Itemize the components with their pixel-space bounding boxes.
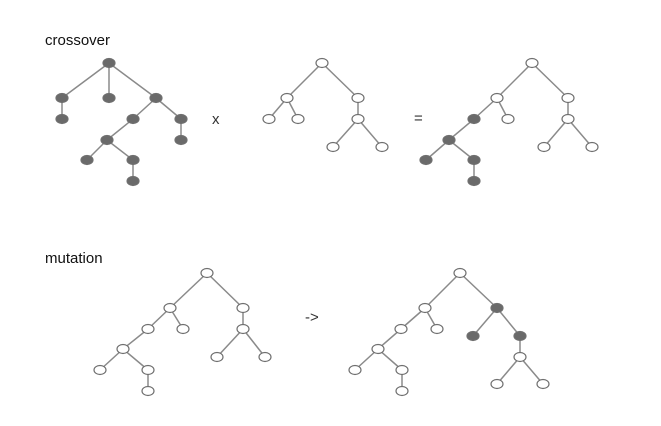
tree-node-highlighted [467, 113, 481, 125]
tree-node-highlighted [126, 113, 140, 125]
equals-sign: = [414, 110, 423, 127]
tree-node [395, 385, 409, 397]
tree-edge [357, 118, 383, 148]
tree-node-highlighted [126, 175, 140, 187]
tree-edge [286, 62, 323, 99]
tree-node-highlighted [102, 57, 116, 69]
tree-node-highlighted [467, 154, 481, 166]
tree-node-highlighted [442, 134, 456, 146]
tree-node-highlighted [174, 113, 188, 125]
tree-node-highlighted [80, 154, 94, 166]
tree-node-highlighted [149, 92, 163, 104]
tree-node-highlighted [467, 175, 481, 187]
tree-node [176, 323, 190, 335]
tree-node [525, 57, 539, 69]
tree-node-highlighted [126, 154, 140, 166]
tree-node [291, 113, 305, 125]
tree-node [236, 302, 250, 314]
tree-node [536, 378, 550, 390]
tree-node-highlighted [174, 134, 188, 146]
tree-node [262, 113, 276, 125]
tree-node-highlighted [490, 302, 504, 314]
mutated-tree [348, 267, 550, 397]
tree-edge [519, 356, 544, 385]
tree-node [326, 141, 340, 153]
tree-edge [567, 118, 593, 148]
tree-node [236, 323, 250, 335]
tree-node [93, 364, 107, 376]
tree-node [280, 92, 294, 104]
tree-edge [424, 272, 461, 309]
tree-node [141, 364, 155, 376]
tree-node-highlighted [100, 134, 114, 146]
tree-edge [496, 62, 533, 99]
tree-node [561, 113, 575, 125]
tree-node [315, 57, 329, 69]
tree-node [490, 378, 504, 390]
tree-node [141, 323, 155, 335]
tree-node [351, 113, 365, 125]
tree-edge [496, 356, 521, 385]
offspring-tree [419, 57, 599, 187]
tree-node [561, 92, 575, 104]
tree-node-highlighted [466, 330, 480, 342]
tree-node-highlighted [102, 92, 116, 104]
tree-node [394, 323, 408, 335]
tree-node [501, 113, 515, 125]
tree-edge [61, 62, 110, 99]
parent-a-tree [55, 57, 188, 187]
mutation-title: mutation [45, 250, 103, 267]
parent-b-tree [262, 57, 389, 153]
crossover-title: crossover [45, 32, 110, 49]
tree-edge [496, 307, 521, 337]
tree-node [430, 323, 444, 335]
tree-edge [531, 62, 569, 99]
tree-edge [169, 272, 208, 309]
tree-node [348, 364, 362, 376]
mutation-arrow: -> [305, 309, 319, 326]
tree-node [258, 351, 272, 363]
tree-node [351, 92, 365, 104]
tree-node-highlighted [55, 92, 69, 104]
tree-edge [332, 118, 359, 148]
tree-edge [216, 328, 244, 358]
tree-node [163, 302, 177, 314]
tree-edge [242, 328, 266, 358]
tree-node [513, 351, 527, 363]
tree-node [375, 141, 389, 153]
tree-node [490, 92, 504, 104]
tree-node [395, 364, 409, 376]
tree-node-highlighted [513, 330, 527, 342]
tree-node [453, 267, 467, 279]
tree-edge [108, 62, 157, 99]
tree-node [585, 141, 599, 153]
tree-node [537, 141, 551, 153]
tree-node [200, 267, 214, 279]
tree-edge [543, 118, 569, 148]
tree-edge [472, 307, 498, 337]
tree-node [116, 343, 130, 355]
crossover-operator: x [212, 111, 220, 128]
tree-node [371, 343, 385, 355]
tree-node-highlighted [55, 113, 69, 125]
tree-edge [459, 272, 498, 309]
tree-edge [321, 62, 359, 99]
original-tree [93, 267, 272, 397]
tree-node-highlighted [419, 154, 433, 166]
tree-node [210, 351, 224, 363]
tree-node [418, 302, 432, 314]
tree-node [141, 385, 155, 397]
tree-edge [206, 272, 244, 309]
